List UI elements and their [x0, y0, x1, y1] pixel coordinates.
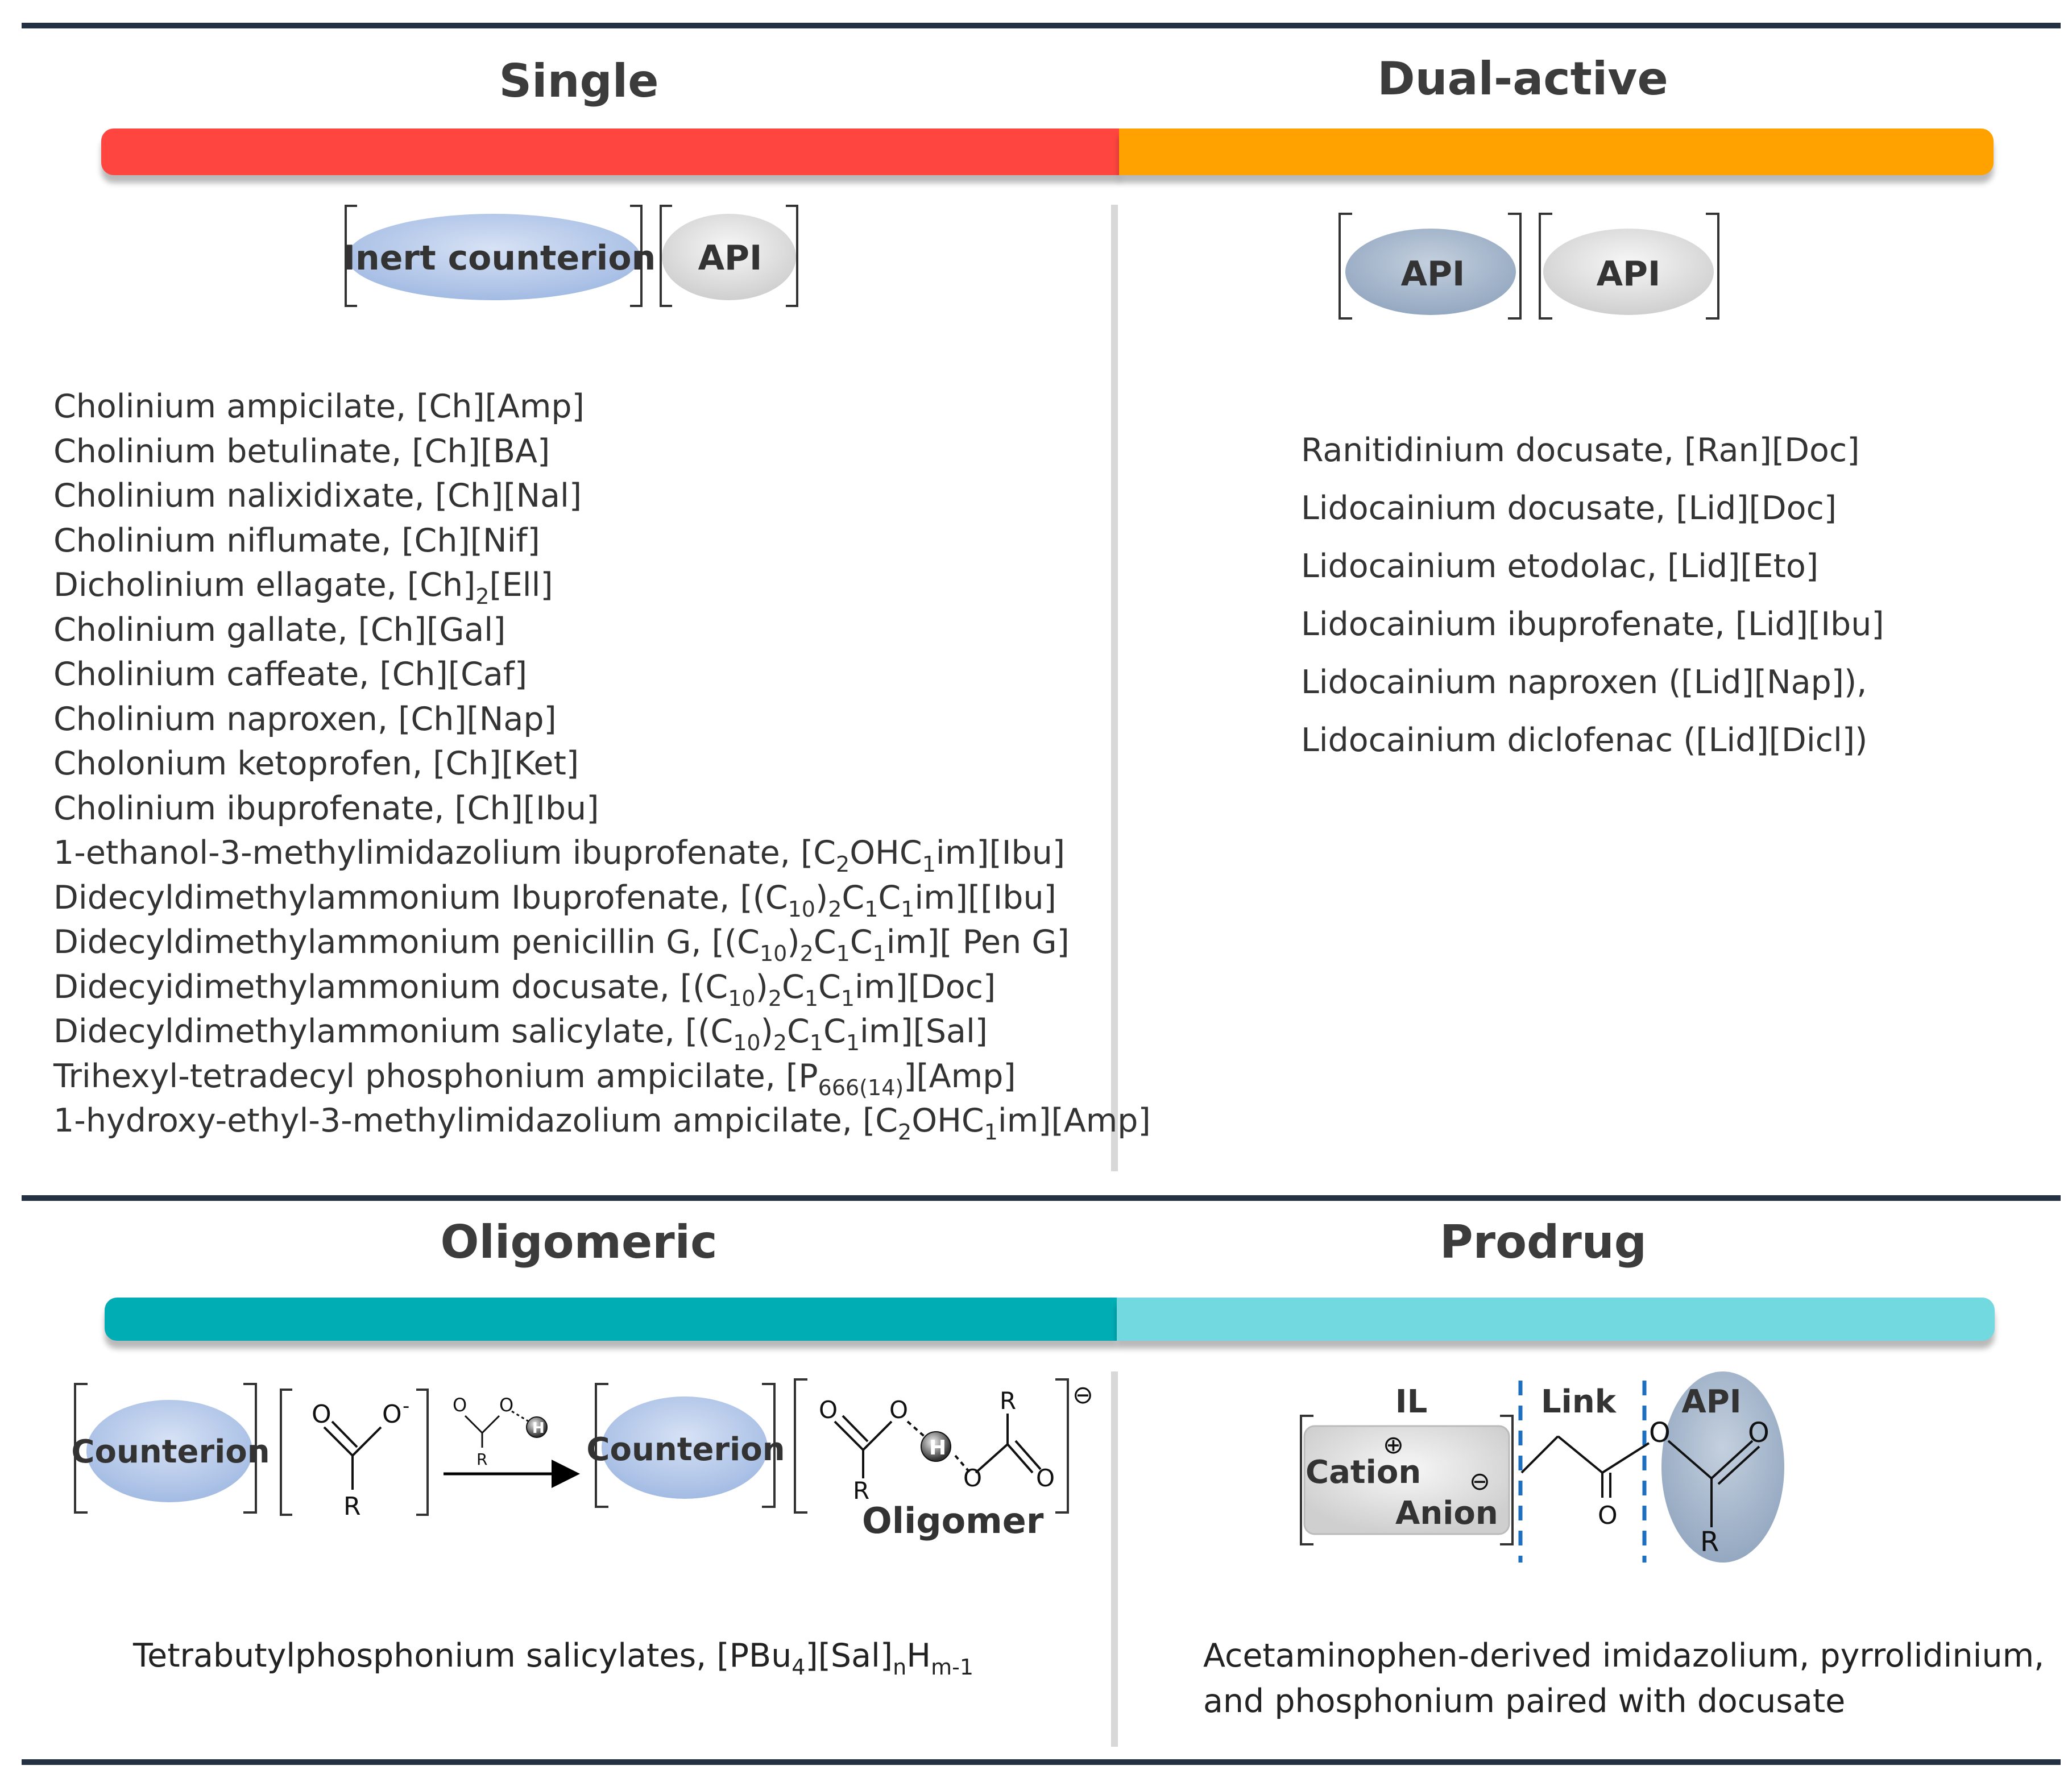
ester-structure	[1667, 1440, 1760, 1527]
dual-active-title: Dual-active	[1377, 52, 1668, 105]
dual-example-5: Lidocainium naproxen ([Lid][Nap]),	[1301, 664, 1867, 701]
oligomeric-brackets	[74, 1378, 1069, 1516]
small-acid-o-2: O	[499, 1394, 513, 1416]
single-example-13: Didecyldimethylammonium penicillin G, [(…	[53, 923, 1070, 966]
oligomer-o-3: O	[963, 1464, 982, 1492]
single-api-label: API	[698, 238, 763, 278]
prodrug-api-label: API	[1681, 1383, 1741, 1420]
single-example-14: Didecyidimethylammonium docusate, [(C10)…	[53, 968, 996, 1011]
oligomer-r-2: R	[1000, 1387, 1016, 1415]
dual-example-2: Lidocainium docusate, [Lid][Doc]	[1301, 490, 1837, 527]
dual-example-4: Lidocainium ibuprofenate, [Lid][Ibu]	[1301, 606, 1884, 643]
single-example-17: 1-hydroxy-ethyl-3-methylimidazolium ampi…	[53, 1102, 1151, 1145]
single-example-12: Didecyldimethylammonium Ibuprofenate, [(…	[53, 878, 1056, 922]
hydrogen-atom	[921, 1431, 951, 1462]
single-example-4: Cholinium niflumate, [Ch][Nif]	[53, 521, 540, 560]
single-example-16: Trihexyl-tetradecyl phosphonium ampicila…	[53, 1057, 1016, 1100]
single-example-15: Didecyldimethylammonium salicylate, [(C1…	[53, 1013, 988, 1055]
small-hydrogen-atom	[526, 1416, 548, 1438]
dual-api-ellipse-2	[1543, 229, 1714, 315]
carboxylate-r: R	[343, 1492, 361, 1521]
middle-rule	[22, 1195, 2061, 1201]
oligomer-o-4: O	[1036, 1464, 1055, 1492]
link-structure	[1520, 1435, 1650, 1498]
single-example-11: 1-ethanol-3-methylimidazolium ibuprofena…	[53, 834, 1066, 877]
oligomer-o-2: O	[889, 1396, 908, 1424]
il-label: IL	[1395, 1383, 1428, 1420]
prodrug-example-line-2: and phosphonium paired with docusate	[1203, 1682, 1846, 1720]
single-bar	[101, 129, 1120, 175]
oligomer-o-1: O	[819, 1396, 838, 1424]
counterion-ellipse-2	[602, 1396, 768, 1499]
top-column-divider	[1111, 205, 1118, 1171]
ester-o-2: O	[1748, 1417, 1770, 1449]
ester-o-1: O	[1649, 1417, 1671, 1449]
top-rule	[22, 23, 2061, 28]
single-example-1: Cholinium ampicilate, [Ch][Amp]	[53, 388, 585, 425]
prodrug-bar	[1117, 1298, 1995, 1341]
prodrug-title: Prodrug	[1440, 1216, 1647, 1269]
single-example-7: Cholinium caffeate, [Ch][Caf]	[53, 656, 528, 693]
oligomer-label: Oligomer	[862, 1500, 1044, 1541]
single-title: Single	[499, 55, 659, 107]
dual-api-ellipse-1	[1345, 229, 1516, 315]
oligomer-charge: ⊖	[1072, 1381, 1093, 1410]
small-acid-structure	[464, 1410, 529, 1448]
link-label: Link	[1541, 1383, 1617, 1420]
il-box	[1303, 1425, 1510, 1535]
inert-counterion-ellipse	[347, 214, 640, 300]
small-acid-r: R	[476, 1450, 487, 1469]
prodrug-il-brackets	[1300, 1415, 1514, 1545]
single-brackets	[345, 205, 798, 307]
single-example-9: Cholonium ketoprofen, [Ch][Ket]	[53, 745, 579, 782]
dual-active-bar	[1119, 129, 1994, 175]
oligomer-structure	[834, 1414, 1042, 1478]
single-example-6: Cholinium gallate, [Ch][Gal]	[53, 611, 506, 649]
small-acid-o-1: O	[453, 1394, 467, 1416]
carboxylate-o-minus: O	[382, 1400, 402, 1429]
oligomeric-title: Oligomeric	[440, 1216, 718, 1269]
oligomeric-example: Tetrabutylphosphonium salicylates, [PBu4…	[133, 1637, 973, 1680]
single-api-ellipse	[662, 214, 796, 300]
single-examples-list: Cholinium ampicilate, [Ch][Amp] Choliniu…	[53, 384, 1151, 1143]
dual-example-1: Ranitidinium docusate, [Ran][Doc]	[1301, 432, 1860, 469]
dual-example-3: Lidocainium etodolac, [Lid][Eto]	[1301, 548, 1819, 585]
oligomer-r-1: R	[853, 1477, 869, 1505]
single-example-5: Dicholinium ellagate, [Ch]2[Ell]	[53, 566, 553, 609]
dual-brackets	[1338, 213, 1719, 320]
counterion-label-1: Counterion	[71, 1433, 270, 1470]
single-example-2: Cholinium betulinate, [Ch][BA]	[53, 432, 550, 470]
carboxylate-minus: -	[403, 1395, 409, 1418]
oligomeric-bar	[105, 1298, 1117, 1341]
cation-label: Cation	[1306, 1454, 1421, 1491]
dual-api-label-2: API	[1597, 254, 1661, 294]
single-example-8: Cholinium naproxen, [Ch][Nap]	[53, 700, 557, 738]
hydrogen-label: H	[929, 1436, 946, 1460]
bottom-column-divider	[1111, 1371, 1118, 1747]
single-example-10: Cholinium ibuprofenate, [Ch][Ibu]	[53, 789, 599, 827]
link-carbonyl-o: O	[1598, 1501, 1618, 1530]
dual-examples-list: Ranitidinium docusate, [Ran][Doc] Lidoca…	[1301, 421, 1884, 769]
counterion-label-2: Counterion	[586, 1431, 785, 1468]
dual-example-6: Lidocainium diclofenac ([Lid][Dicl])	[1301, 722, 1868, 759]
counterion-ellipse-1	[86, 1400, 252, 1502]
inert-counterion-label: Inert counterion	[343, 238, 656, 278]
single-example-3: Cholinium nalixidixate, [Ch][Nal]	[53, 477, 582, 515]
cation-plus: ⊕	[1383, 1431, 1404, 1460]
anion-minus: ⊖	[1469, 1467, 1490, 1496]
ester-r: R	[1700, 1526, 1719, 1558]
prodrug-example: Acetaminophen-derived imidazolium, pyrro…	[1203, 1633, 2044, 1724]
carboxylate-o: O	[312, 1400, 331, 1429]
small-hydrogen-label: H	[532, 1420, 545, 1437]
bottom-rule	[22, 1759, 2061, 1765]
prodrug-example-line-1: Acetaminophen-derived imidazolium, pyrro…	[1203, 1637, 2045, 1675]
carboxylate-structure	[323, 1420, 382, 1490]
dual-api-label-1: API	[1401, 254, 1465, 294]
anion-label: Anion	[1395, 1495, 1498, 1532]
